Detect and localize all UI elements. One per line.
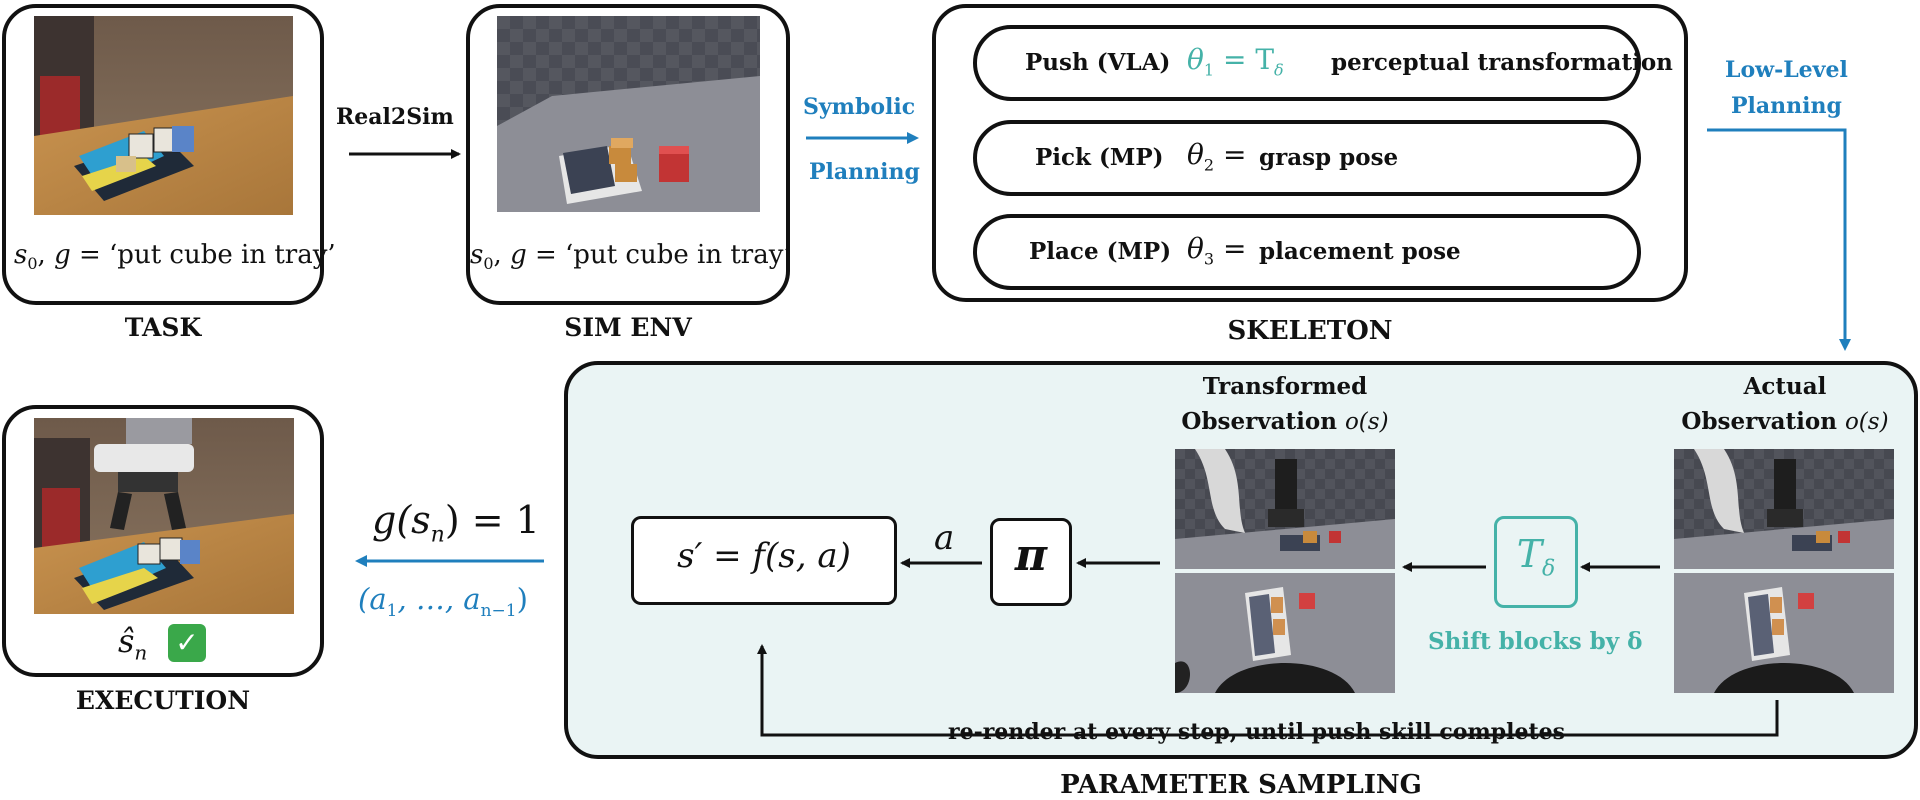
place-step-name: Place (MP): [1029, 238, 1172, 265]
pick-theta-sub: 2: [1203, 155, 1215, 175]
actual-obs-title: Actual Observation o(s): [1670, 369, 1900, 440]
sim-goal-text: ‘put cube in tray’: [565, 240, 792, 270]
transformed-obs-title: Transformed Observation o(s): [1160, 369, 1410, 440]
check-icon: ✓: [168, 624, 206, 662]
transform-sub: δ: [1542, 556, 1556, 582]
task-state-sub: 0: [27, 254, 38, 274]
actions-mid: , …, a: [397, 582, 481, 616]
skeleton-caption: SKELETON: [1227, 316, 1393, 346]
low-level-planning-line2: Planning: [1731, 93, 1842, 119]
push-theta: θ: [1187, 43, 1204, 76]
task-goal-var: g: [54, 240, 71, 270]
transition-box: [631, 516, 897, 605]
sim-state-var: s: [470, 240, 484, 270]
parameter-sampling-caption: PARAMETER SAMPLING: [1060, 770, 1422, 800]
actual-obs-line1: Actual: [1743, 373, 1827, 400]
transformed-obs-math: o(s): [1344, 409, 1389, 435]
actual-obs-line2: Observation o(s): [1670, 404, 1900, 440]
place-step-desc: placement pose: [1259, 238, 1461, 265]
task-state-var: s: [14, 240, 28, 270]
goal-eq: g(s: [372, 498, 431, 542]
pick-step-name: Pick (MP): [1035, 144, 1164, 171]
sim-state-sub: 0: [483, 254, 494, 274]
task-formula: s0, g = ‘put cube in tray’: [14, 240, 336, 274]
skeleton-step-place: Place (MP) θ3 = placement pose: [973, 214, 1641, 290]
transformed-obs-line1: Transformed: [1202, 373, 1368, 400]
goal-sub: n: [430, 522, 445, 548]
transform-T: T: [1516, 532, 1543, 576]
actual-obs-word: Observation: [1681, 408, 1837, 435]
push-eq: = T: [1222, 43, 1274, 76]
actual-obs-bottom-image: [1674, 573, 1894, 693]
pick-theta: θ: [1187, 138, 1204, 171]
sim-goal-var: g: [510, 240, 527, 270]
task-photo: [34, 16, 293, 215]
transform-box: [1494, 516, 1578, 608]
action-sequence: (a1, …, an−1): [358, 582, 528, 621]
transition-function: s′ = f(s, a): [677, 536, 851, 576]
actions-close: ): [516, 582, 528, 616]
policy-symbol: π: [1014, 530, 1048, 581]
execution-caption: EXECUTION: [75, 686, 251, 715]
task-caption: TASK: [124, 313, 202, 342]
rerender-label: re-render at every step, until push skil…: [944, 719, 1569, 745]
place-theta-sub: 3: [1203, 249, 1215, 269]
pick-step-param: θ2 =: [1187, 138, 1246, 175]
place-theta: θ: [1187, 232, 1204, 265]
execution-state-sub: n: [134, 640, 148, 665]
execution-photo: [34, 418, 294, 614]
transformed-obs-top-image: [1175, 449, 1395, 569]
push-theta-sub: 1: [1203, 60, 1215, 80]
pick-eq: =: [1222, 138, 1247, 171]
transformed-obs-line2: Observation o(s): [1160, 404, 1410, 440]
place-eq: =: [1222, 232, 1247, 265]
shift-blocks-label: Shift blocks by δ: [1428, 628, 1643, 655]
policy-box: [990, 518, 1072, 606]
goal-tail: ) = 1: [444, 498, 540, 542]
action-var: a: [934, 518, 955, 558]
push-step-desc: perceptual transformation: [1331, 49, 1673, 76]
transformed-obs-bottom-image: [1175, 573, 1395, 693]
execution-state-var: ŝ: [118, 622, 135, 660]
actions-sub2: n−1: [480, 600, 517, 621]
actions-sub1: 1: [386, 600, 398, 621]
sim-env-caption: SIM ENV: [564, 313, 692, 342]
sim-env-render: [497, 16, 760, 212]
low-level-planning-line1: Low-Level: [1725, 57, 1848, 83]
check-glyph: ✓: [175, 626, 199, 659]
push-step-name: Push (VLA): [1025, 49, 1171, 76]
push-eq-sub: δ: [1274, 60, 1284, 80]
skeleton-step-push: Push (VLA) θ1 = Tδ perceptual transforma…: [973, 25, 1673, 101]
place-step-param: θ3 =: [1187, 232, 1246, 269]
transformed-obs-word: Observation: [1181, 408, 1337, 435]
real2sim-label: Real2Sim: [336, 104, 454, 130]
pick-step-desc: grasp pose: [1259, 144, 1399, 171]
actions-open: (a: [358, 582, 387, 616]
task-goal-text: ‘put cube in tray’: [109, 240, 336, 270]
transform-symbol: Tδ: [1494, 532, 1578, 582]
symbolic-planning-line2: Planning: [809, 159, 920, 185]
low-level-planning-arrow: [1707, 128, 1851, 351]
skeleton-step-pick: Pick (MP) θ2 = grasp pose: [973, 120, 1641, 196]
goal-satisfied: g(sn) = 1: [372, 498, 540, 548]
actual-obs-top-image: [1674, 449, 1894, 569]
execution-formula: ŝn: [118, 622, 147, 664]
sim-formula: s0, g = ‘put cube in tray’: [470, 240, 792, 274]
push-step-param: θ1 = Tδ: [1187, 43, 1284, 80]
actual-obs-math: o(s): [1844, 409, 1889, 435]
symbolic-planning-line1: Symbolic: [803, 94, 916, 120]
